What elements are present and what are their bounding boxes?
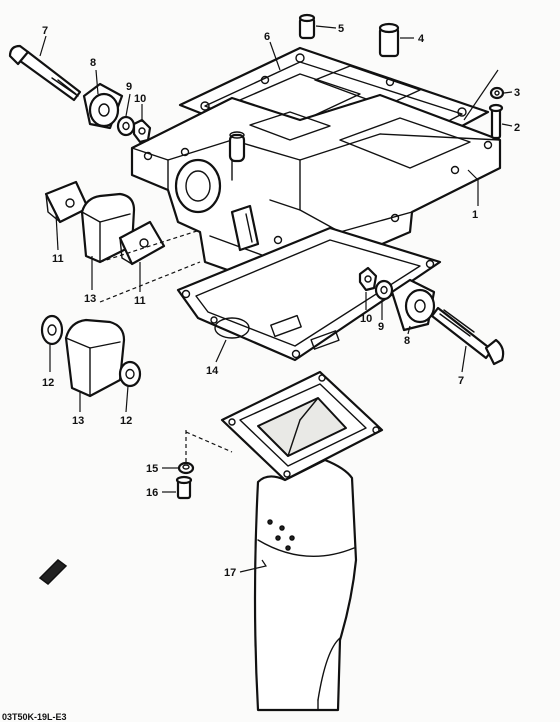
label-part-5: 5 (338, 23, 344, 35)
label-part-3: 3 (514, 87, 520, 99)
collar-5 (298, 13, 316, 40)
label-part-2: 2 (514, 122, 520, 134)
label-part-16: 16 (146, 487, 158, 499)
label-part-7-lower: 7 (458, 375, 464, 387)
nut-lower (358, 266, 378, 292)
mount-pad-11-right (118, 220, 166, 266)
washer-12-right (118, 360, 142, 388)
label-part-8-upper: 8 (90, 57, 96, 69)
label-part-12-right: 12 (120, 415, 132, 427)
washer-upper (116, 115, 136, 137)
mounting-frame (130, 93, 502, 294)
label-part-6: 6 (264, 31, 270, 43)
mount-pad-13-lower (64, 318, 126, 398)
label-part-11-right: 11 (134, 295, 146, 307)
label-part-11-left: 11 (52, 253, 64, 265)
label-part-10-upper: 10 (134, 93, 146, 105)
washer-lower (374, 279, 394, 301)
washer-3 (489, 86, 505, 100)
dowel-pin-4 (378, 22, 400, 58)
gasket-lower (176, 226, 442, 362)
label-part-14: 14 (206, 365, 219, 377)
mount-bolt-lower (430, 306, 505, 366)
shaft-housing (220, 370, 384, 712)
label-part-17: 17 (224, 567, 236, 579)
label-part-13-upper: 13 (84, 293, 96, 305)
label-part-15: 15 (146, 463, 158, 475)
label-part-1: 1 (472, 209, 478, 221)
label-part-12-left: 12 (42, 377, 54, 389)
rubber-mount-upper (82, 82, 124, 130)
label-part-9-lower: 9 (378, 321, 384, 333)
label-part-10-lower: 10 (360, 313, 372, 325)
mount-bolt-upper (8, 44, 82, 102)
leader-lines (39, 25, 513, 573)
washer-12-left (40, 314, 64, 346)
label-part-7-upper: 7 (42, 25, 48, 37)
forward-arrow-icon (38, 559, 68, 585)
rubber-mount-lower (390, 278, 436, 332)
label-part-8-lower: 8 (404, 335, 410, 347)
nut-upper (132, 118, 152, 144)
label-part-4: 4 (418, 33, 425, 45)
washer-15 (177, 461, 195, 475)
bolt-16 (175, 475, 193, 500)
label-part-13-lower: 13 (72, 415, 84, 427)
figure-code: 03T50K-19L-E3 (2, 712, 67, 722)
bolt-2 (488, 103, 504, 140)
label-part-9-upper: 9 (126, 81, 132, 93)
